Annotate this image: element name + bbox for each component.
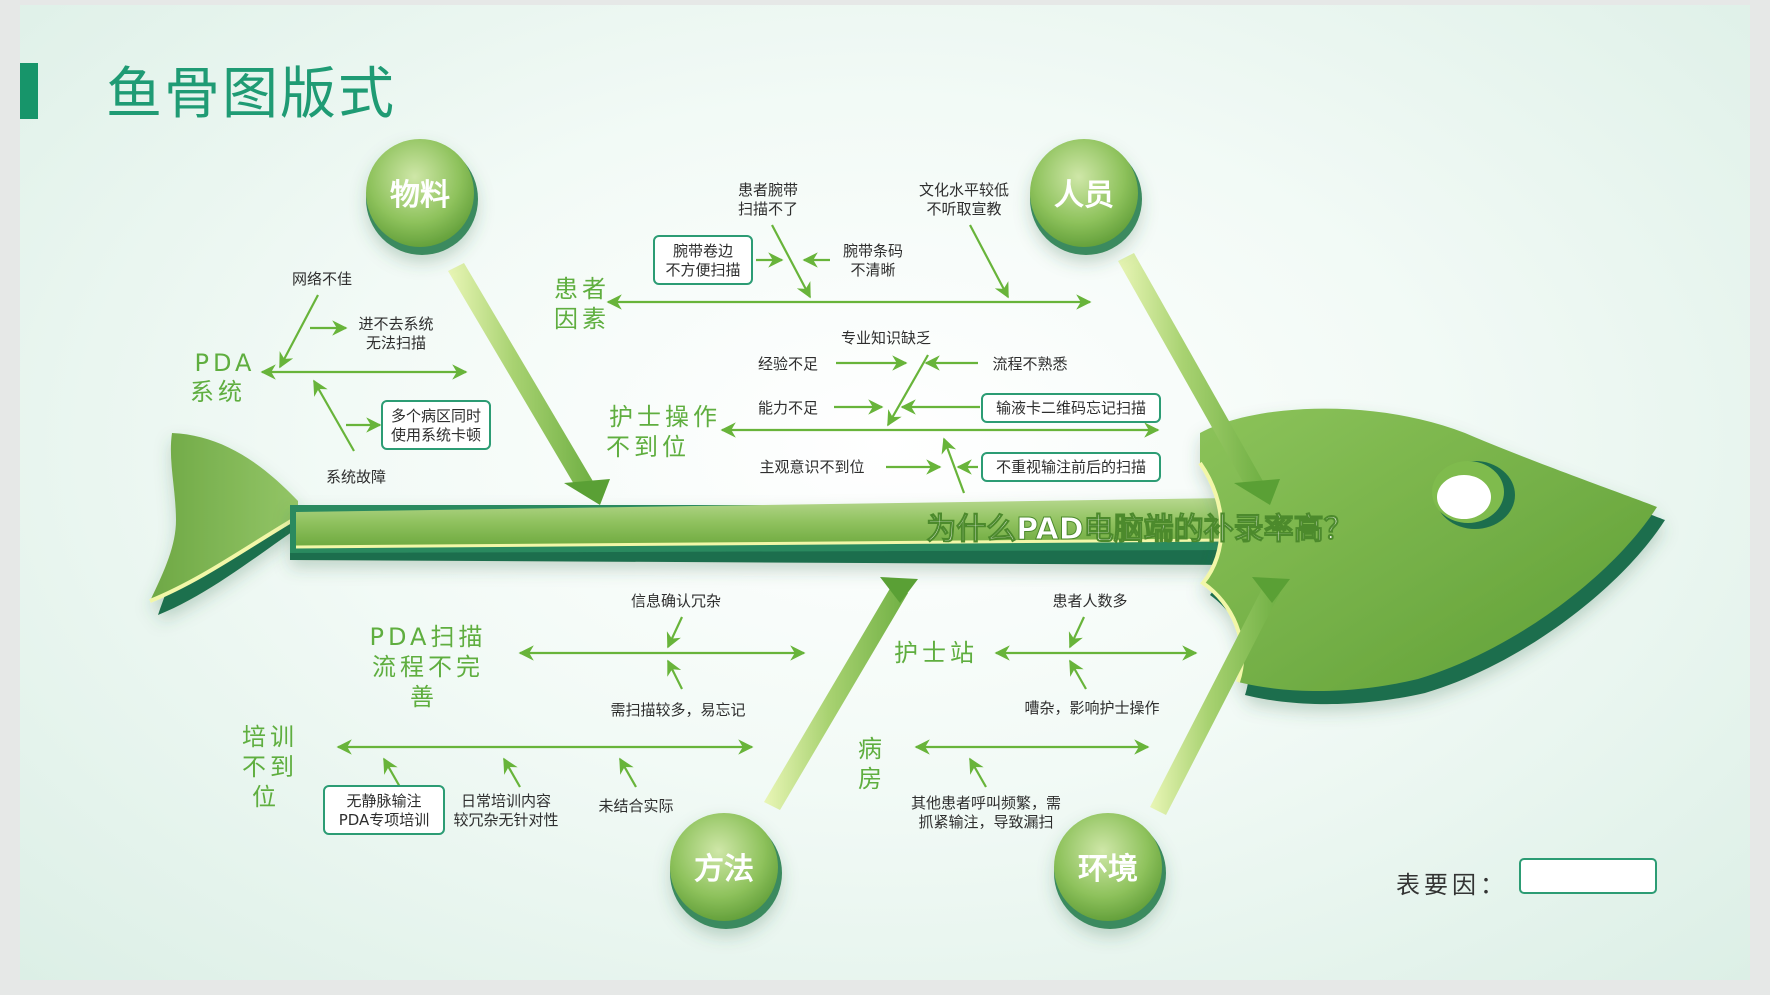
cause-many-scans: 需扫描较多，易忘记 [610,701,745,719]
cause-frequent-calls-2: 抓紧输注，导致漏扫 [918,813,1053,831]
cause-barcode-unclear-1: 腕带条码 [843,242,903,260]
cause-ability-lacking: 能力不足 [758,399,818,417]
cause-cannot-enter-2: 无法扫描 [366,334,426,352]
fish-head [1198,408,1665,705]
category-label-method: 方法 [694,852,754,887]
cause-many-patients: 患者人数多 [1052,592,1127,610]
cause-barcode-unclear-2: 不清晰 [850,261,895,279]
branch-label-ward-1: 病 [858,735,886,763]
category-label-material: 物料 [390,178,450,213]
branch-label-nurse-operation-2: 不到位 [606,433,690,461]
branch-label-training-3: 位 [252,783,280,811]
fish-spine [290,498,1240,565]
branch-label-pda-system-2: 系统 [190,378,246,406]
key-factor-input-box[interactable] [1519,858,1657,894]
cause-training-redundant-2: 较冗杂无针对性 [453,811,558,829]
cause-not-practical: 未结合实际 [598,797,673,815]
category-circle-environment: 环境 [1054,813,1166,929]
cause-lack-knowledge: 专业知识缺乏 [841,329,931,347]
highlight-boxes [323,235,1161,835]
cause-multi-ward-1: 多个病区同时 [391,407,481,425]
cause-multi-ward-2: 使用系统卡顿 [391,426,481,444]
slide-canvas: 鱼骨图版式 [20,5,1750,980]
cause-system-fault: 系统故障 [326,468,386,486]
branch-label-training-1: 培训 [242,723,298,751]
branch-labels: PDA 系统 患者 因素 护士操作 不到位 PDA扫描 流程不完 善 培训 不到… [190,275,978,811]
cause-low-education-2: 不听取宣教 [926,200,1001,218]
cause-process-unfamiliar: 流程不熟悉 [992,355,1067,373]
branch-label-patient-factor-1: 患者 [554,275,610,303]
category-label-people: 人员 [1054,178,1114,213]
branch-label-pda-scan-process-1: PDA扫描 [370,623,487,651]
category-circle-material: 物料 [366,139,478,255]
cause-arrows [260,224,1198,788]
branch-label-patient-factor-2: 因素 [554,305,610,333]
branch-label-nurse-station: 护士站 [894,639,978,667]
key-factor-label: 表要因： [1396,871,1508,899]
branch-label-pda-system-1: PDA [195,349,256,377]
branch-label-nurse-operation-1: 护士操作 [609,403,721,431]
cause-training-redundant-1: 日常培训内容 [461,792,551,810]
category-label-environment: 环境 [1078,852,1138,887]
major-bone-method [764,577,918,810]
branch-label-training-2: 不到 [242,753,298,781]
cause-cannot-enter-1: 进不去系统 [358,315,433,333]
cause-no-iv-training-1: 无静脉输注 [346,792,421,810]
cause-network-poor: 网络不佳 [292,270,352,288]
major-bone-people [1118,253,1280,505]
fish-tail [149,433,302,615]
major-bone-environment [1150,577,1290,815]
cause-frequent-calls-1: 其他患者呼叫频繁，需 [911,794,1061,812]
fishbone-diagram: 为什么PAD电脑端的补录率高？ 物料 人员 [149,139,1665,929]
page-title: 鱼骨图版式 [106,62,396,127]
title-accent-bar [20,63,38,119]
cause-wristband-curl-2: 不方便扫描 [665,261,740,279]
category-circle-method: 方法 [670,813,782,929]
category-circle-people: 人员 [1030,139,1142,255]
problem-statement: 为什么PAD电脑端的补录率高？ [926,512,1353,547]
cause-no-iv-training-2: PDA专项培训 [339,811,430,829]
cause-weak-awareness: 主观意识不到位 [759,458,864,476]
cause-low-education-1: 文化水平较低 [919,181,1009,199]
branch-label-pda-scan-process-2: 流程不完 [372,653,484,681]
branch-label-ward-2: 房 [858,765,886,793]
cause-wristband-scan-2: 扫描不了 [738,200,798,218]
cause-noisy: 嘈杂，影响护士操作 [1024,699,1159,717]
major-bone-material [448,263,610,505]
cause-forgot-infusion-scan: 输液卡二维码忘记扫描 [996,399,1146,417]
cause-lack-experience: 经验不足 [758,355,818,373]
cause-labels: 网络不佳 进不去系统 无法扫描 多个病区同时 使用系统卡顿 系统故障 患者腕带 … [292,181,1160,831]
cause-info-redundant: 信息确认冗杂 [631,592,721,610]
cause-wristband-scan-1: 患者腕带 [738,181,798,199]
cause-ignore-scan: 不重视输注前后的扫描 [996,458,1146,476]
cause-wristband-curl-1: 腕带卷边 [673,242,733,260]
branch-label-pda-scan-process-3: 善 [410,683,438,711]
